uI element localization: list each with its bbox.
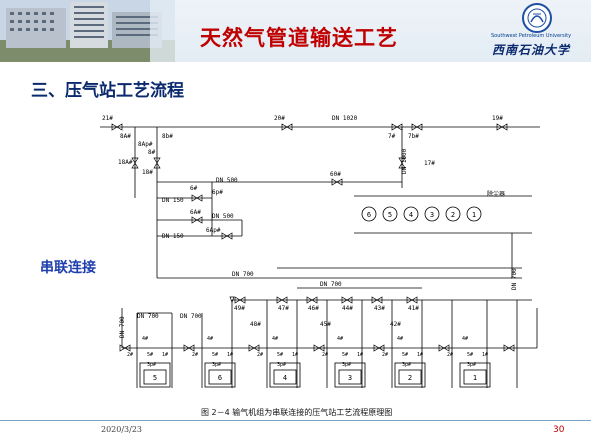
svg-text:DN 700: DN 700 (232, 271, 254, 278)
svg-text:DN 700: DN 700 (511, 268, 518, 290)
svg-text:1#: 1# (162, 352, 168, 358)
svg-text:1#: 1# (417, 352, 423, 358)
svg-text:4: 4 (283, 374, 287, 382)
svg-text:3p#: 3p# (212, 362, 221, 368)
svg-text:48#: 48# (250, 321, 261, 328)
page-number: 30 (553, 425, 565, 435)
svg-text:7#: 7# (388, 133, 396, 140)
side-label: 串联连接 (40, 260, 96, 276)
svg-text:6p#: 6p# (212, 189, 223, 196)
university-name-cn: 西南石油大学 (492, 43, 571, 57)
svg-text:3p#: 3p# (147, 362, 156, 368)
svg-text:5#: 5# (467, 352, 473, 358)
svg-text:4#: 4# (207, 336, 213, 342)
figure-caption: 图 2－4 输气机组为串联连接的压气站工艺流程原理图 (201, 408, 393, 417)
svg-text:44#: 44# (342, 305, 353, 312)
svg-text:8Ap#: 8Ap# (138, 141, 153, 148)
svg-text:5#: 5# (402, 352, 408, 358)
svg-text:2: 2 (408, 374, 412, 382)
svg-text:4#: 4# (272, 336, 278, 342)
svg-text:18#: 18# (142, 169, 153, 176)
svg-text:2#: 2# (127, 352, 133, 358)
svg-text:5#: 5# (342, 352, 348, 358)
svg-text:1#: 1# (482, 352, 488, 358)
svg-text:4#: 4# (142, 336, 148, 342)
svg-text:DN 700: DN 700 (137, 313, 159, 320)
svg-text:1: 1 (472, 211, 476, 219)
svg-text:60#: 60# (330, 171, 341, 178)
svg-text:5: 5 (388, 211, 392, 219)
svg-text:18A#: 18A# (118, 159, 133, 166)
svg-text:49#: 49# (234, 305, 245, 312)
university-name-en: Southwest Petroleum University (491, 33, 572, 39)
svg-text:DN 1000: DN 1000 (401, 148, 408, 174)
svg-text:8#: 8# (148, 149, 156, 156)
svg-text:5#: 5# (147, 352, 153, 358)
process-flow-diagram: 21# 20# 19# 7# 7b# DN 1020 DN 1000 17# 8… (100, 115, 540, 388)
svg-text:6#: 6# (190, 185, 198, 192)
svg-text:DN 500: DN 500 (216, 177, 238, 184)
svg-text:4#: 4# (397, 336, 403, 342)
svg-text:2#: 2# (192, 352, 198, 358)
footer-date: 2020/3/23 (101, 425, 143, 434)
svg-text:3: 3 (348, 374, 352, 382)
svg-text:3p#: 3p# (277, 362, 286, 368)
svg-text:2#: 2# (322, 352, 328, 358)
svg-text:2#: 2# (447, 352, 453, 358)
svg-text:8A#: 8A# (120, 133, 131, 140)
svg-text:2#: 2# (382, 352, 388, 358)
svg-text:3: 3 (430, 211, 434, 219)
svg-text:2: 2 (451, 211, 455, 219)
svg-text:5#: 5# (212, 352, 218, 358)
svg-text:42#: 42# (390, 321, 401, 328)
svg-text:DN 700: DN 700 (119, 316, 126, 338)
campus-building-photo (0, 0, 175, 62)
svg-text:2#: 2# (257, 352, 263, 358)
svg-text:DN 500: DN 500 (212, 213, 234, 220)
svg-text:4#: 4# (462, 336, 468, 342)
svg-text:DN 700: DN 700 (180, 313, 202, 320)
svg-text:除尘器: 除尘器 (487, 190, 505, 198)
slide-title: 天然气管道输送工艺 (200, 26, 398, 50)
svg-text:DN 150: DN 150 (162, 197, 184, 204)
svg-text:6: 6 (218, 374, 222, 382)
svg-text:5: 5 (153, 374, 157, 382)
university-logo (522, 3, 552, 33)
svg-text:3p#: 3p# (342, 362, 351, 368)
svg-text:19#: 19# (492, 115, 503, 122)
svg-text:8b#: 8b# (162, 133, 173, 140)
svg-text:6: 6 (367, 211, 371, 219)
svg-text:5#: 5# (277, 352, 283, 358)
svg-text:47#: 47# (278, 305, 289, 312)
svg-text:1#: 1# (357, 352, 363, 358)
svg-text:DN 700: DN 700 (320, 281, 342, 288)
svg-text:4: 4 (409, 211, 413, 219)
svg-text:DN 1020: DN 1020 (332, 115, 358, 122)
slide-header: 天然气管道输送工艺 Southwest Petroleum University… (0, 0, 591, 62)
svg-text:41#: 41# (408, 305, 419, 312)
svg-text:7b#: 7b# (408, 133, 419, 140)
svg-text:1: 1 (473, 374, 477, 382)
svg-text:20#: 20# (274, 115, 285, 122)
svg-text:3p#: 3p# (402, 362, 411, 368)
svg-text:46#: 46# (308, 305, 319, 312)
section-title: 三、压气站工艺流程 (31, 81, 184, 101)
svg-text:1#: 1# (292, 352, 298, 358)
footer-divider (0, 420, 591, 421)
svg-text:4#: 4# (337, 336, 343, 342)
svg-text:17#: 17# (424, 160, 435, 167)
svg-text:43#: 43# (374, 305, 385, 312)
svg-text:DN 150: DN 150 (162, 233, 184, 240)
svg-text:6A#: 6A# (190, 209, 201, 216)
svg-text:21#: 21# (102, 115, 113, 122)
svg-text:45#: 45# (320, 321, 331, 328)
svg-text:1#: 1# (227, 352, 233, 358)
svg-text:3p#: 3p# (467, 362, 476, 368)
svg-text:6Ap#: 6Ap# (206, 227, 221, 234)
